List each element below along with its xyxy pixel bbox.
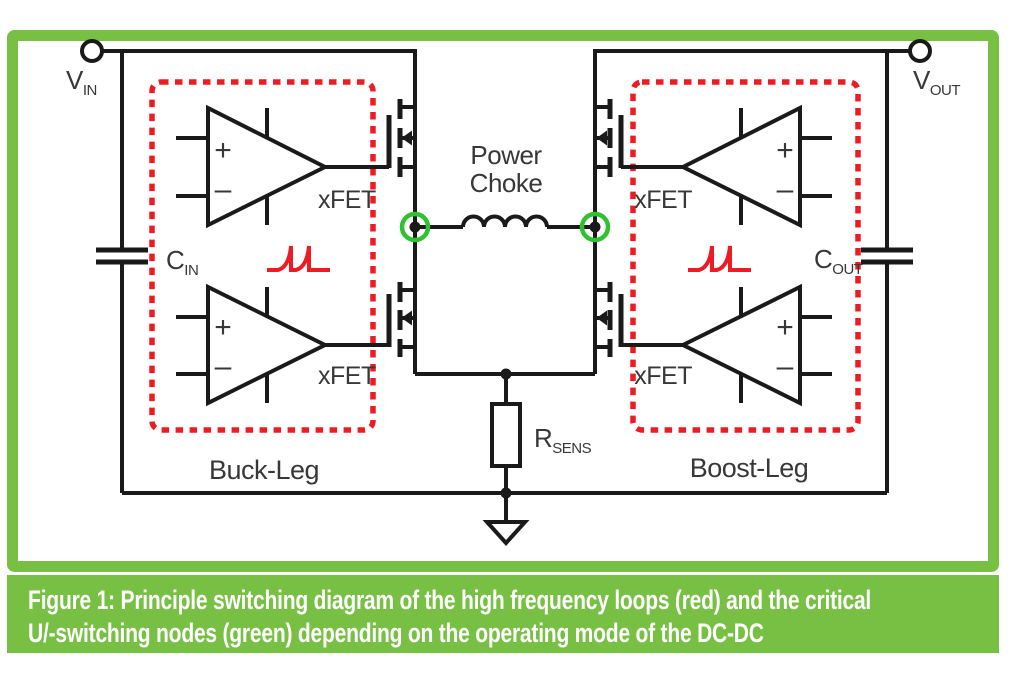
cout-label: COUT	[814, 244, 863, 278]
opamp-triangle	[678, 104, 802, 229]
vin-terminal-circle	[80, 39, 104, 63]
output-capacitor	[861, 247, 913, 265]
cin-sub: IN	[184, 262, 198, 279]
power-choke-label-line2: Choke	[470, 168, 543, 198]
minus-sign: –	[215, 173, 232, 206]
power-choke-inductor	[415, 214, 595, 229]
cin-label: CIN	[166, 245, 198, 279]
ground-triangle-icon	[482, 520, 530, 546]
caption-line2: U/-switching nodes (green) depending on …	[28, 618, 764, 648]
buck-leg-label: Buck-Leg	[209, 455, 319, 485]
boost-leg-label: Boost-Leg	[690, 453, 809, 483]
ground-junction-dot	[500, 487, 512, 499]
body-arrow-icon	[596, 310, 607, 326]
cout-base: C	[814, 244, 832, 274]
switch-node-left-ring	[399, 211, 431, 243]
figure-caption: Figure 1: Principle switching diagram of…	[7, 575, 999, 650]
rsens-sub: SENS	[552, 440, 591, 457]
body-arrow-icon	[401, 310, 412, 326]
opamp-pins	[739, 287, 832, 403]
vout-terminal-circle	[908, 39, 932, 63]
opamp-triangle	[206, 104, 330, 229]
vin-base: V	[66, 65, 84, 95]
green-frame-border	[7, 30, 999, 572]
resistor-body	[490, 402, 522, 468]
rsens-label: RSENS	[534, 423, 592, 457]
switch-node-left-dot	[409, 221, 421, 233]
top-rail-left	[102, 49, 417, 107]
body-arrow-icon	[401, 130, 412, 146]
opamp-pins	[176, 287, 269, 403]
minus-sign: –	[777, 350, 794, 383]
mosfet-buck-low	[325, 282, 415, 357]
input-capacitor	[96, 247, 148, 265]
pwm-waveform-right-icon	[688, 245, 751, 272]
rsens-base: R	[534, 423, 552, 453]
vin-sub: IN	[83, 82, 97, 99]
vout-sub: OUT	[930, 82, 961, 99]
sense-resistor	[490, 374, 522, 493]
xfet-label-boost-low: xFET	[634, 362, 692, 390]
mosfet-buck-high	[325, 99, 415, 177]
cout-plates	[861, 247, 913, 265]
opamp-triangle	[206, 283, 330, 407]
junction-dots	[409, 221, 601, 499]
xfet-label-buck-high: xFET	[318, 186, 376, 214]
switch-node-right-ring	[579, 211, 611, 243]
opamp-triangle	[678, 283, 802, 407]
top-rail-right	[593, 49, 910, 107]
opamp-pins	[739, 108, 832, 225]
power-choke-label-line1: Power	[470, 140, 542, 170]
buck-leg-dashed-box	[149, 79, 376, 433]
plus-sign: +	[776, 134, 794, 167]
cin-plates	[96, 247, 148, 265]
opamp-boost-low: + –	[678, 283, 832, 407]
plus-sign: +	[214, 311, 232, 344]
figure-caption-bar: Figure 1: Principle switching diagram of…	[7, 575, 999, 653]
xfet-label-boost-high: xFET	[634, 186, 692, 214]
minus-sign: –	[215, 350, 232, 383]
cout-sub: OUT	[832, 261, 863, 278]
pwm-waveform-left-icon	[267, 245, 330, 272]
xfet-label-buck-low: xFET	[318, 362, 376, 390]
opamp-buck-low: + –	[176, 283, 330, 407]
mosfet-boost-low	[595, 282, 683, 357]
minus-sign: –	[777, 173, 794, 206]
vout-base: V	[913, 65, 931, 95]
opamp-buck-high: + –	[176, 104, 330, 229]
inductor-coil-icon	[461, 214, 549, 228]
sense-junction-dot	[500, 368, 512, 380]
plus-sign: +	[214, 134, 232, 167]
vin-label: VIN	[66, 65, 97, 99]
opamp-boost-high: + –	[678, 104, 832, 229]
cin-base: C	[166, 245, 184, 275]
opamp-pins	[176, 108, 269, 225]
boost-leg-dashed-box	[630, 79, 861, 433]
caption-line1: Figure 1: Principle switching diagram of…	[28, 585, 872, 615]
ground-symbol	[482, 493, 530, 546]
vout-label: VOUT	[913, 65, 960, 99]
body-arrow-icon	[596, 130, 607, 146]
mosfet-boost-high	[595, 99, 683, 177]
plus-sign: +	[776, 311, 794, 344]
switch-node-right-dot	[589, 221, 601, 233]
